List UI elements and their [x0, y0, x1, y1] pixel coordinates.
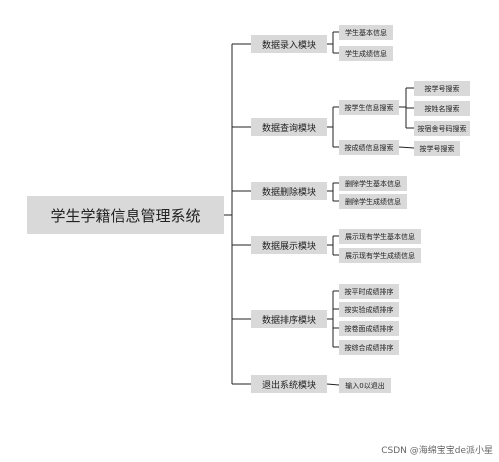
- leaf-enter-zero-to-exit: 输入0以退出: [339, 378, 391, 393]
- module-data-display: 数据展示模块: [251, 236, 327, 254]
- leaf-sort-by-overall-score: 按综合成绩排序: [339, 340, 399, 355]
- module-data-entry: 数据录入模块: [251, 35, 327, 53]
- connector-m1s1-leaf-0: [398, 146, 415, 149]
- module-data-delete: 数据删除模块: [251, 182, 327, 200]
- leaf-score-search-by-student-id: 按学号搜索: [414, 141, 460, 156]
- leaf-sort-by-lab-score: 按实验成绩排序: [339, 302, 399, 317]
- leaf-delete-student-basic-info: 删除学生基本信息: [339, 176, 407, 191]
- sub-search-by-score-info: 按成绩信息搜索: [339, 140, 399, 155]
- leaf-search-by-name: 按姓名搜索: [414, 101, 470, 116]
- connector-m5-leaf-0: [326, 383, 340, 386]
- leaf-sort-by-regular-score: 按平时成绩排序: [339, 284, 399, 299]
- leaf-show-student-score-info: 展示现有学生成绩信息: [339, 248, 421, 263]
- leaf-show-student-basic-info: 展示现有学生基本信息: [339, 229, 421, 244]
- leaf-student-basic-info: 学生基本信息: [339, 25, 393, 40]
- leaf-sort-by-exam-score: 按卷面成绩排序: [339, 321, 399, 336]
- module-exit-system: 退出系统模块: [251, 375, 327, 393]
- module-data-sort: 数据排序模块: [251, 310, 327, 328]
- leaf-delete-student-score-info: 删除学生成绩信息: [339, 194, 407, 209]
- leaf-search-by-dorm-number: 按宿舍号码搜索: [414, 121, 470, 136]
- root-node: 学生学籍信息管理系统: [27, 196, 224, 234]
- leaf-student-score-info: 学生成绩信息: [339, 46, 393, 61]
- watermark: CSDN @海绵宝宝de派小星: [381, 446, 493, 456]
- sub-search-by-student-info: 按学生信息搜索: [339, 100, 399, 115]
- leaf-search-by-student-id: 按学号搜索: [414, 81, 470, 96]
- module-data-query: 数据查询模块: [251, 118, 327, 136]
